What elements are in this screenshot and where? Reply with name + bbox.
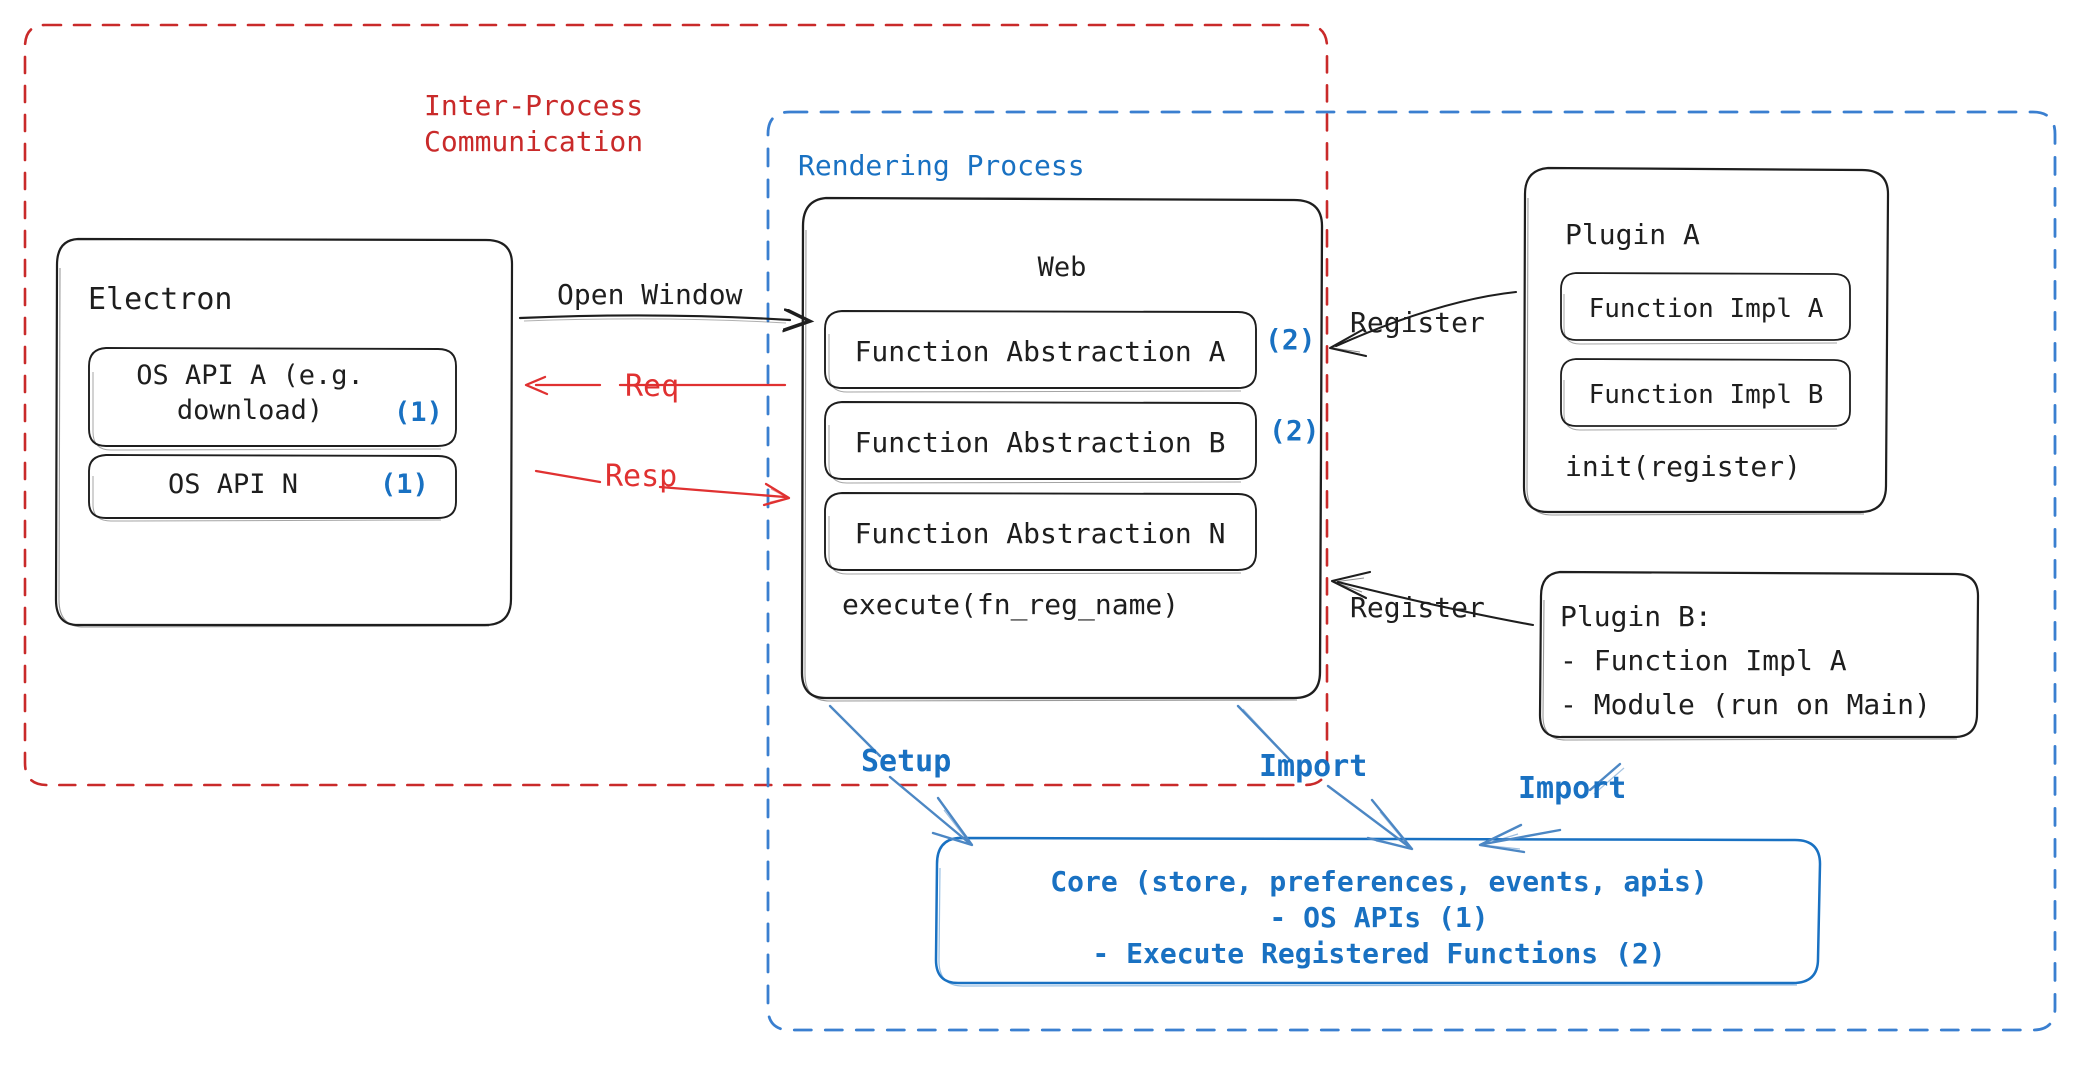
import-plugin-b-arrow xyxy=(1478,762,1625,854)
plugin-a-title: Plugin A xyxy=(1565,218,1700,251)
core-line-3: - Execute Registered Functions (2) xyxy=(1092,937,1666,970)
function-impl-a-label: Function Impl A xyxy=(1588,294,1824,324)
register-plugin-b-edge-label: Register xyxy=(1350,591,1485,624)
plugin-b-box-outline xyxy=(1538,570,1980,741)
core-line-2: - OS APIs (1) xyxy=(1269,901,1489,934)
function-impl-a-box-outline xyxy=(1560,272,1851,345)
function-abstraction-b-marker: (2) xyxy=(1269,414,1320,447)
register-plugin-b-arrow xyxy=(1330,570,1535,627)
rendering-process-container-label: Rendering Process xyxy=(798,149,1085,182)
function-abstraction-n-box-outline xyxy=(824,492,1257,575)
os-api-a-marker: (1) xyxy=(394,397,443,428)
req-edge-label: Req xyxy=(625,369,680,404)
web-title: Web xyxy=(1037,252,1087,283)
setup-edge-label: Setup xyxy=(861,744,952,779)
function-impl-b-label: Function Impl B xyxy=(1588,380,1824,410)
plugin-b-line-2: - Module (run on Main) xyxy=(1560,688,1931,721)
web-execute-label: execute(fn_reg_name) xyxy=(842,588,1180,621)
os-api-n-marker: (1) xyxy=(380,469,429,500)
plugin-b-line-1: - Function Impl A xyxy=(1560,644,1847,677)
rendering-process-container-outline xyxy=(766,110,2057,1032)
function-abstraction-a-box-outline xyxy=(824,310,1257,393)
open-window-arrow xyxy=(518,315,790,323)
os-api-a-box-outline xyxy=(88,347,457,451)
open-window-edge-label: Open Window xyxy=(557,278,743,311)
plugin-b-title: Plugin B: xyxy=(1560,600,1712,633)
resp-edge-label: Resp xyxy=(605,459,678,494)
function-abstraction-b-label: Function Abstraction B xyxy=(854,426,1226,459)
register-plugin-a-arrow xyxy=(1328,290,1518,358)
register-plugin-a-edge-label: Register xyxy=(1350,306,1485,339)
function-impl-b-box-outline xyxy=(1560,358,1851,431)
function-abstraction-a-label: Function Abstraction A xyxy=(854,335,1226,368)
core-line-1: Core (store, preferences, events, apis) xyxy=(1050,865,1708,898)
resp-arrow xyxy=(534,469,791,507)
ipc-container-outline xyxy=(23,23,1329,787)
ipc-container-label: Inter-Process Communication xyxy=(424,89,644,158)
import-web-arrow xyxy=(1236,704,1414,851)
req-arrow xyxy=(524,375,787,396)
electron-title: Electron xyxy=(88,282,233,317)
plugin-a-init-label: init(register) xyxy=(1565,450,1802,483)
core-box-outline xyxy=(934,836,1822,987)
function-abstraction-a-marker: (2) xyxy=(1265,323,1316,356)
function-abstraction-b-box-outline xyxy=(824,401,1257,484)
setup-arrow xyxy=(828,704,974,847)
os-api-n-label: OS API N xyxy=(167,469,299,500)
os-api-n-box-outline xyxy=(88,454,457,522)
import-web-edge-label: Import xyxy=(1259,749,1368,784)
import-plugin-b-edge-label: Import xyxy=(1518,771,1627,806)
function-abstraction-n-label: Function Abstraction N xyxy=(854,517,1226,550)
os-api-a-label: OS API A (e.g. download) xyxy=(136,360,364,426)
